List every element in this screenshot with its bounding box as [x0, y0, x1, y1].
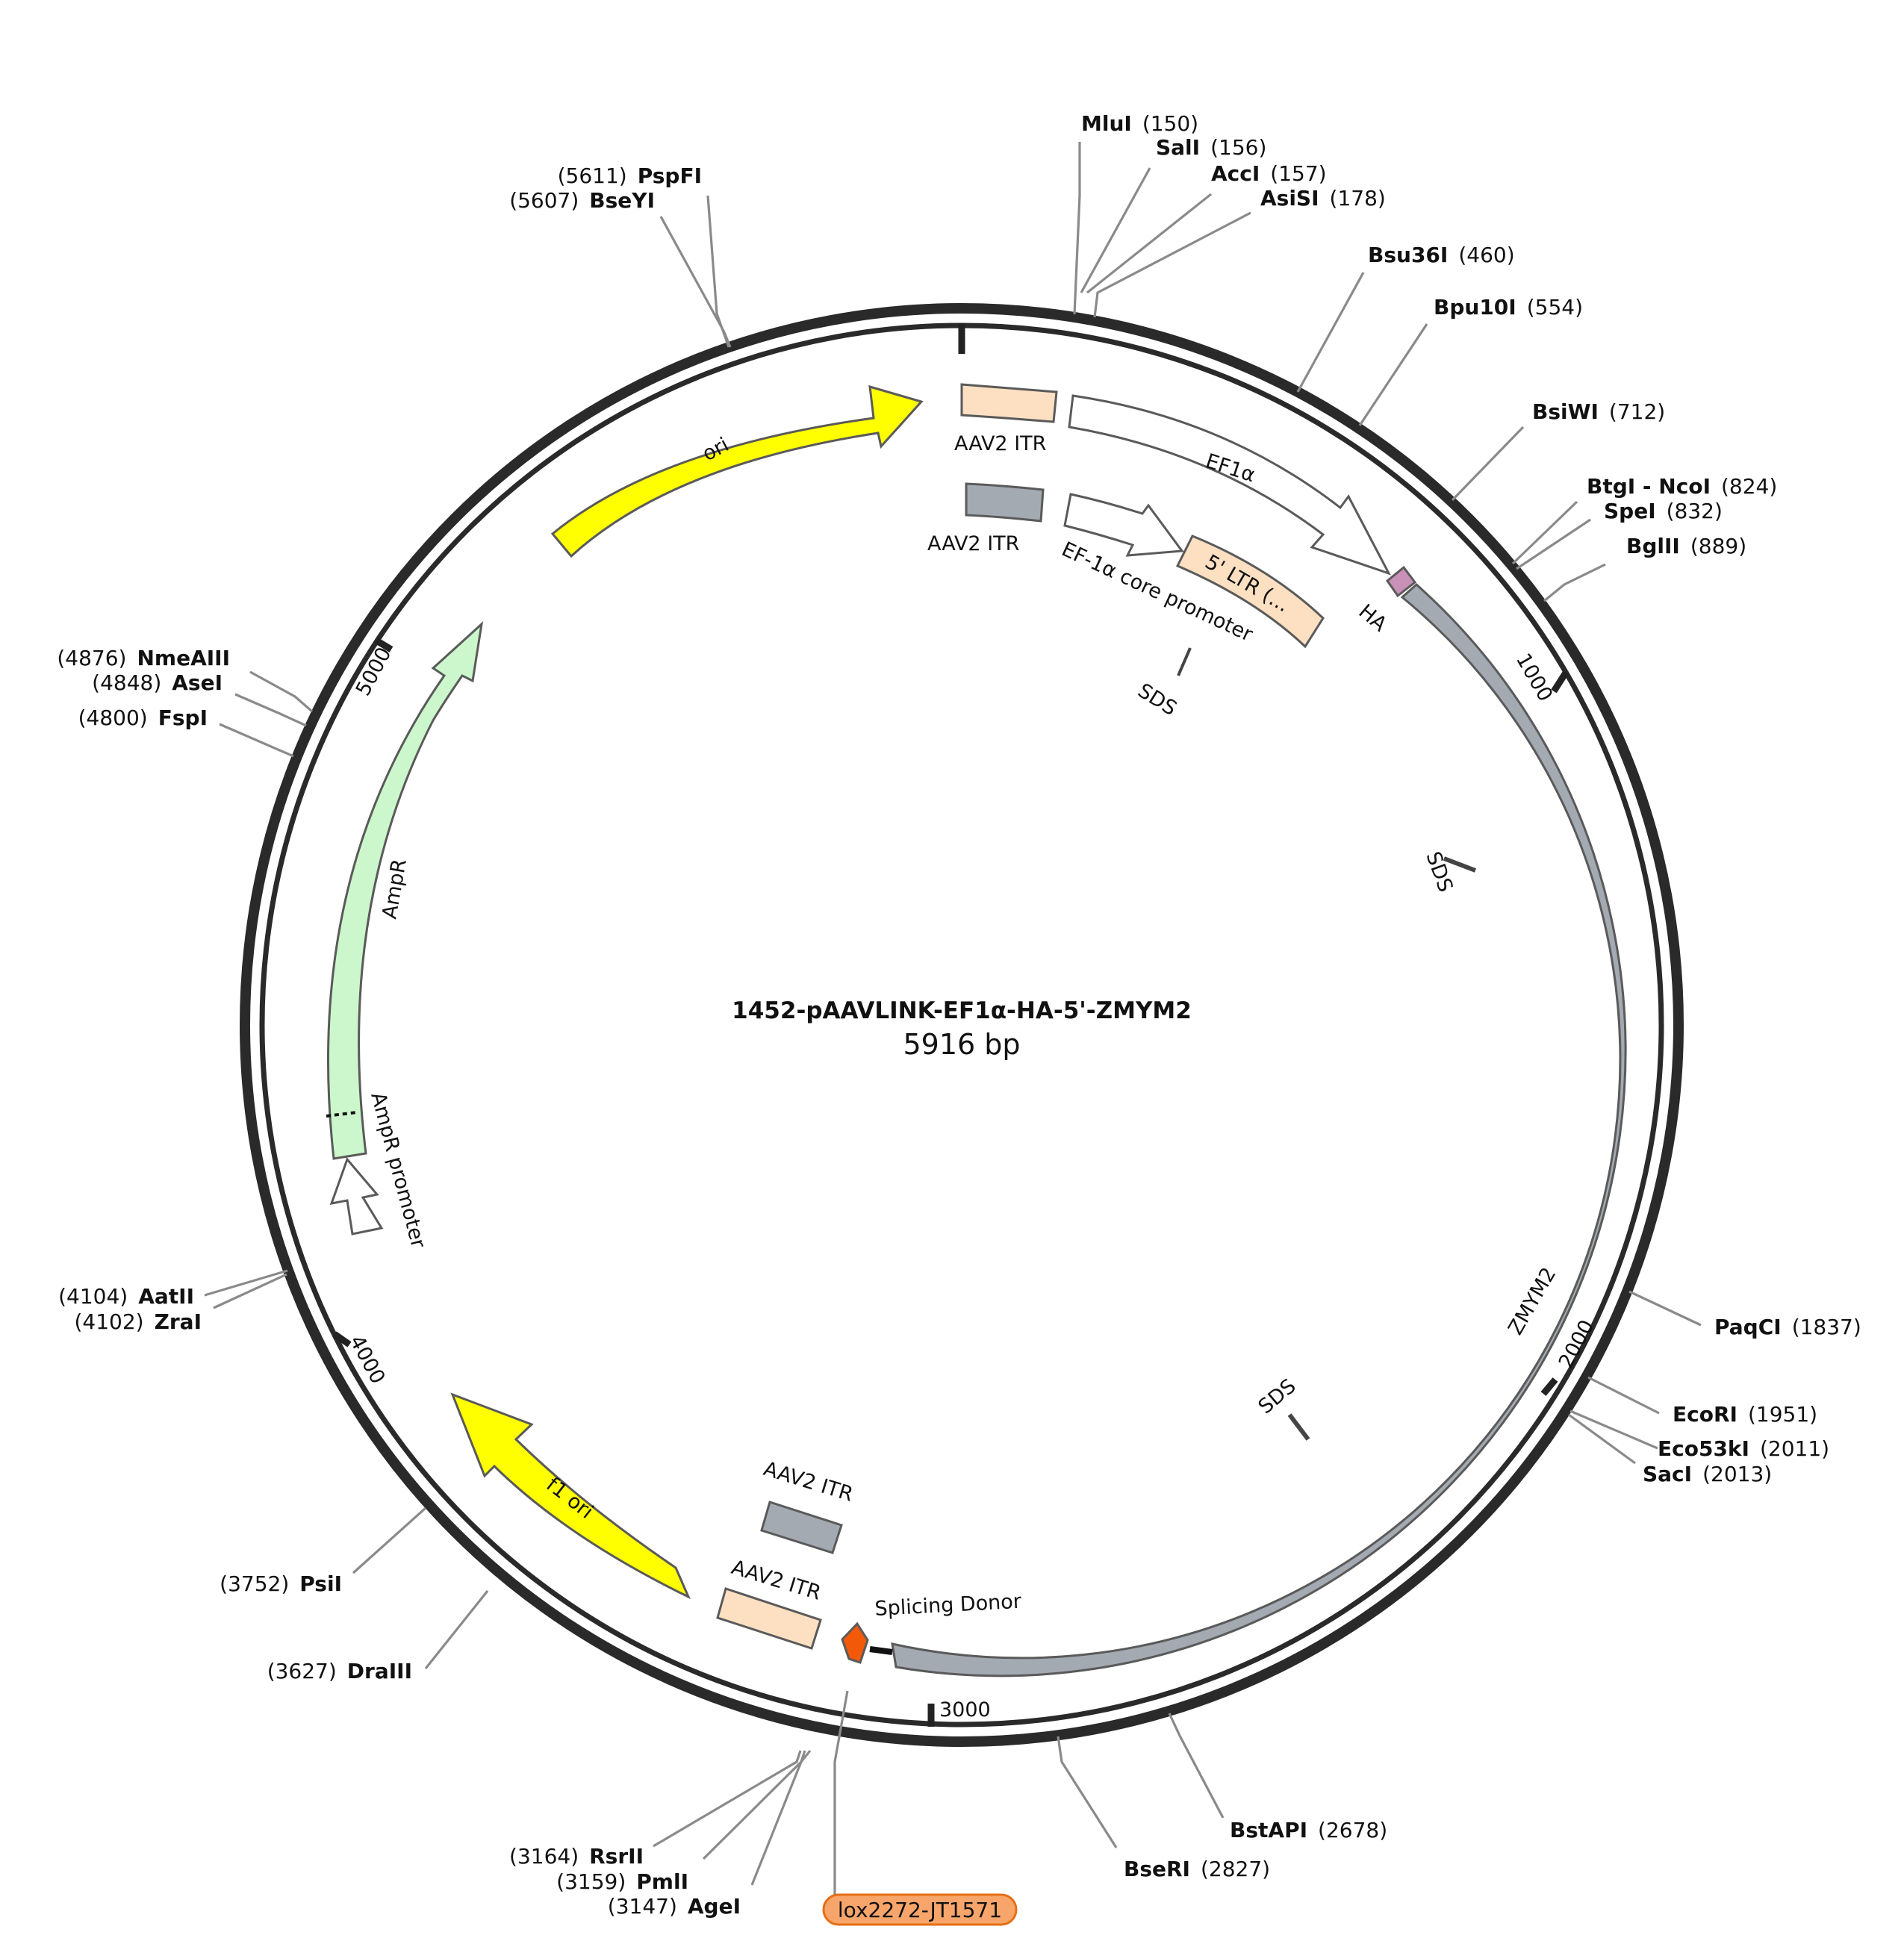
site-fspi[interactable]: (4800)FspI [78, 705, 208, 730]
feature-label-sds-1: SDS [1133, 679, 1180, 720]
site-spei[interactable]: SpeI(832) [1604, 499, 1723, 523]
backbone [240, 303, 1684, 1747]
site-pspfi[interactable]: (5611)PspFI [558, 163, 702, 188]
feature-zmym2[interactable]: ZMYM2 [891, 582, 1627, 1677]
primer-tag-box [822, 1893, 1018, 1926]
restriction-site-labels: MluI(150) SalI(156) AccI(157) AsiSI(178)… [57, 111, 1861, 1919]
plasmid-name: 1452-pAAVLINK-EF1α-HA-5'-ZMYM2 [732, 997, 1192, 1024]
tick-2000: 2000 [1540, 1316, 1599, 1396]
feature-label-aav2-itr-4: AAV2 ITR [761, 1457, 856, 1507]
tick-label-4000: 4000 [345, 1332, 390, 1388]
primer-lox2272-jt1571[interactable]: lox2272-JT1571 [822, 1690, 1018, 1926]
site-ecori[interactable]: EcoRI(1951) [1673, 1402, 1817, 1427]
feature-label-aav2-itr-2: AAV2 ITR [927, 532, 1019, 555]
feature-aav2-itr-inner-top[interactable]: AAV2 ITR [927, 482, 1045, 555]
site-paqci[interactable]: PaqCI(1837) [1714, 1315, 1861, 1339]
plasmid-length: 5916 bp [903, 1028, 1020, 1061]
site-zrai[interactable]: (4102)ZraI [74, 1309, 202, 1334]
site-mlui[interactable]: MluI(150) [1081, 111, 1198, 136]
plasmid-title-block: 1452-pAAVLINK-EF1α-HA-5'-ZMYM2 5916 bp [732, 997, 1192, 1061]
site-rsrii[interactable]: (3164)RsrII [509, 1844, 644, 1869]
site-agei[interactable]: (3147)AgeI [608, 1894, 741, 1919]
feature-aav2-itr-outer-bottom[interactable]: AAV2 ITR [716, 1556, 824, 1650]
feature-ori[interactable]: ori [550, 384, 924, 558]
feature-label-ampr: AmpR [378, 857, 411, 920]
tick-label-1000: 1000 [1511, 649, 1557, 705]
site-draiii[interactable]: (3627)DraIII [267, 1659, 412, 1683]
site-asei[interactable]: (4848)AseI [92, 670, 223, 695]
tick-3000: 3000 [927, 1698, 991, 1727]
site-saci[interactable]: SacI(2013) [1643, 1462, 1772, 1486]
site-bpu10i[interactable]: Bpu10I(554) [1434, 295, 1583, 320]
primer-tag-label: lox2272-JT1571 [838, 1898, 1002, 1922]
site-pmli[interactable]: (3159)PmlI [556, 1869, 688, 1894]
site-aatii[interactable]: (4104)AatII [58, 1284, 194, 1309]
site-nmeaiii[interactable]: (4876)NmeAIII [57, 646, 230, 670]
feature-sds-right[interactable]: SDS [1421, 849, 1477, 895]
feature-sds-bottom[interactable]: SDS [1254, 1374, 1310, 1441]
restriction-site-leaders [204, 142, 1702, 1886]
site-asisi[interactable]: AsiSI(178) [1260, 186, 1386, 211]
feature-sds-top[interactable]: SDS [1133, 647, 1192, 720]
feature-label-splicing-donor: Splicing Donor [874, 1590, 1023, 1621]
site-eco53ki[interactable]: Eco53kI(2011) [1658, 1436, 1829, 1461]
site-bsiwi[interactable]: BsiWI(712) [1532, 399, 1665, 424]
feature-label-ha: HA [1354, 600, 1392, 637]
feature-aav2-itr-outer-top[interactable]: AAV2 ITR [954, 383, 1058, 455]
feature-ampr[interactable]: AmpR [326, 621, 484, 1160]
tick-label-3000: 3000 [939, 1698, 991, 1722]
site-bsu36i[interactable]: Bsu36I(460) [1368, 243, 1515, 267]
feature-label-sds-3: SDS [1254, 1374, 1301, 1418]
site-bseyi[interactable]: (5607)BseYI [509, 188, 655, 213]
site-psii[interactable]: (3752)PsiI [220, 1571, 342, 1596]
feature-label-sds-2: SDS [1421, 849, 1457, 895]
feature-ha[interactable]: HA [1354, 565, 1417, 637]
site-acci[interactable]: AccI(157) [1211, 161, 1327, 186]
site-btgi-ncoi[interactable]: BtgI - NcoI(824) [1587, 474, 1777, 499]
feature-label-aav2-itr-1: AAV2 ITR [954, 432, 1046, 455]
site-bglii[interactable]: BglII(889) [1626, 534, 1746, 558]
feature-label-zmym2: ZMYM2 [1504, 1263, 1561, 1339]
site-bstapi[interactable]: BstAPI(2678) [1230, 1818, 1387, 1842]
feature-aav2-itr-inner-bottom[interactable]: AAV2 ITR [760, 1457, 856, 1554]
site-bseri[interactable]: BseRI(2827) [1124, 1857, 1270, 1881]
site-sali[interactable]: SalI(156) [1156, 135, 1266, 160]
